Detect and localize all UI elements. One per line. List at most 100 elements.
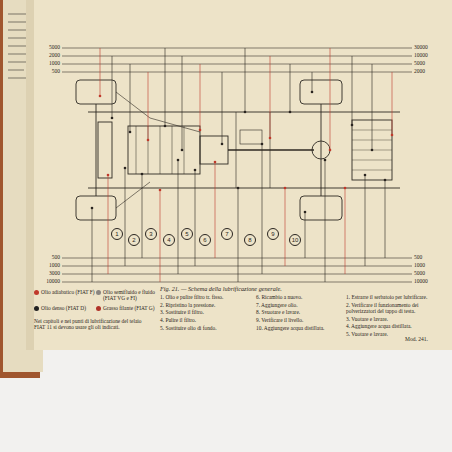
cylinder-lines (136, 126, 184, 174)
leader-line (148, 72, 149, 140)
legend-text: Olio denso (FIAT D) (41, 305, 86, 311)
callout-number: 2 (128, 234, 140, 246)
rear-wheel (300, 80, 342, 104)
footnote: Nei capitoli e nei punti di lubrificazio… (34, 318, 152, 330)
lubrication-point (181, 149, 184, 152)
lubrication-point (129, 131, 132, 134)
scale-number: 1000 (49, 60, 60, 66)
lubrication-point (91, 207, 94, 210)
lubrication-point (311, 91, 314, 94)
leader-line (160, 190, 161, 282)
leader-line (352, 56, 353, 125)
lubrication-point (141, 173, 144, 176)
scale-number: 10000 (414, 52, 428, 58)
front-wheel (76, 80, 116, 104)
instruction-text: 5. Sostituire olio di fondo. (160, 325, 250, 331)
leader-line (365, 175, 366, 266)
instruction-text: 10. Aggiungere acqua distillata. (256, 325, 342, 331)
leader-line (262, 144, 263, 274)
lubrication-point (244, 111, 247, 114)
lubrication-point (269, 137, 272, 140)
lubrication-point (147, 139, 150, 142)
front-wheel (76, 196, 116, 220)
instruction-text: 3. Sostituire il filtro. (160, 309, 250, 315)
scale-number: 10000 (414, 278, 428, 284)
lubrication-point (221, 143, 224, 146)
legend-swatch (96, 306, 101, 311)
scale-number: 2000 (49, 52, 60, 58)
radiator (98, 122, 112, 178)
lubrication-point (324, 159, 327, 162)
leader-line (92, 208, 93, 282)
leader-line (215, 162, 216, 258)
legend-item: Grasso filante (FIAT G) (96, 305, 162, 311)
scale-number: 3000 (49, 270, 60, 276)
foldout-page (26, 0, 452, 350)
note-column: Nei capitoli e nei punti di lubrificazio… (34, 318, 152, 330)
instruction-text: 2. Verificare il funzionamento dei polve… (346, 302, 446, 314)
gearbox (200, 136, 228, 164)
leader-line (325, 160, 326, 282)
leader-line (392, 72, 393, 135)
lubrication-point (124, 167, 127, 170)
steering-linkage (116, 92, 200, 208)
leader-line (238, 188, 239, 282)
leader-line (330, 48, 331, 150)
scale-number: 500 (52, 254, 60, 260)
lubrication-point (237, 187, 240, 190)
instruction-text: 4. Pulire il filtro. (160, 317, 250, 323)
callout-number: 1 (111, 228, 123, 240)
differential (312, 141, 330, 159)
legend: Olio adiabatico (FIAT F)Olio semifluido … (34, 289, 162, 312)
leader-line (182, 56, 183, 150)
instruction-text: 4. Aggiungere acqua distillata. (346, 323, 446, 329)
callout-number: 5 (181, 228, 193, 240)
battery (240, 130, 262, 144)
scale-number: 5000 (49, 44, 60, 50)
page-fold-shadow (26, 0, 34, 350)
legend-swatch (34, 306, 39, 311)
scale-number: 500 (52, 68, 60, 74)
leader-line (100, 48, 101, 96)
callout-number: 9 (267, 228, 279, 240)
page-mark: Mod. 241. (405, 336, 428, 342)
lubrication-point (159, 189, 162, 192)
leader-line (112, 56, 113, 118)
legend-swatch (96, 290, 101, 295)
lubrication-point (177, 159, 180, 162)
legend-swatch (34, 290, 39, 295)
figure-caption: Fig. 21. — Schema della lubrificazione g… (160, 285, 282, 292)
leader-line (142, 174, 143, 258)
legend-text: Olio adiabatico (FIAT F) (41, 289, 95, 295)
leader-line (372, 64, 373, 150)
frame-rail (88, 112, 400, 188)
lubrication-point (364, 174, 367, 177)
lubrication-point (194, 169, 197, 172)
instruction-column: 6. Ricambio a nuovo.7. Aggiungere olio.8… (256, 294, 342, 331)
lubrication-point (99, 95, 102, 98)
legend-item: Olio adiabatico (FIAT F) (34, 289, 96, 301)
scale-number: 1000 (49, 262, 60, 268)
lubrication-point (261, 143, 264, 146)
lubrication-point (391, 134, 394, 137)
leader-line (165, 48, 166, 126)
callout-number: 10 (289, 234, 301, 246)
lubrication-point (111, 117, 114, 120)
scale-number: 10000 (46, 278, 60, 284)
leader-line (305, 212, 306, 258)
leader-line (125, 168, 126, 266)
instruction-text: 5. Vuotare e lavare. (346, 331, 446, 337)
lubrication-point (304, 211, 307, 214)
legend-item: Olio denso (FIAT D) (34, 305, 96, 311)
callout-number: 3 (145, 228, 157, 240)
cross-member (236, 112, 270, 188)
scale-number: 1000 (414, 262, 425, 268)
leader-line (222, 72, 223, 144)
instruction-column: 1. Olio e pulire filtro tr. fisso.2. Rip… (160, 294, 250, 331)
rear-wheel (300, 196, 342, 220)
callout-number: 6 (199, 234, 211, 246)
